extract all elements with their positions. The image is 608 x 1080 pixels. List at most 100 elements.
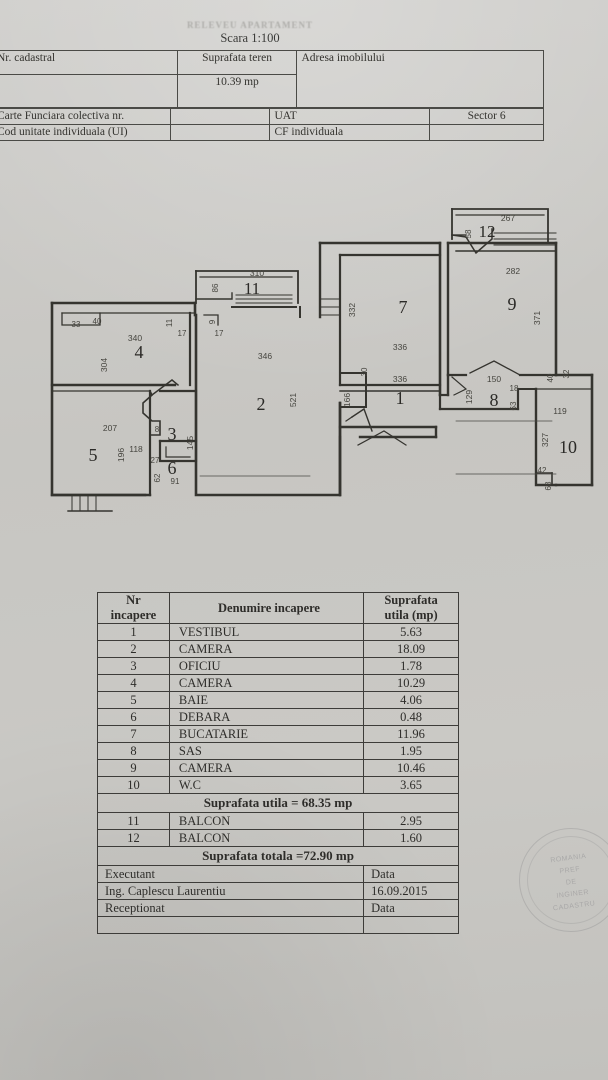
dimension-label: 62 xyxy=(153,473,162,482)
cell-receptionat-label[interactable]: Receptionat xyxy=(96,899,365,917)
room-number-10: 10 xyxy=(559,437,577,457)
cell-executant-date[interactable]: 16.09.2015 xyxy=(363,882,459,900)
dimension-label: 340 xyxy=(128,333,142,343)
cell-room-number: 2 xyxy=(97,640,170,658)
header-nr-incapere: Nr incapere xyxy=(97,592,170,624)
header-denumire: Denumire incapere xyxy=(168,592,365,624)
value-cod-ui[interactable] xyxy=(169,124,271,141)
dimension-label: 332 xyxy=(347,303,357,317)
stamp-line-1: ROMANIA xyxy=(549,852,587,865)
dimension-label: 58 xyxy=(464,229,473,238)
dimension-label: 17 xyxy=(215,329,224,338)
cell-room-number: 12 xyxy=(97,829,170,847)
room-number-11: 11 xyxy=(244,279,260,298)
dimension-label: 18 xyxy=(510,384,519,393)
cell-room-number: 4 xyxy=(97,674,170,692)
dimension-label: 119 xyxy=(553,406,567,416)
label-sector: Sector 6 xyxy=(429,108,544,125)
cell-room-name: BALCON xyxy=(168,829,365,847)
dimension-label: 33 xyxy=(72,320,81,329)
room-number-2: 2 xyxy=(257,394,266,414)
cell-room-area: 10.29 xyxy=(363,674,459,692)
cell-room-number: 1 xyxy=(97,623,170,641)
cell-executant-name[interactable]: Ing. Caplescu Laurentiu xyxy=(96,882,365,900)
dimension-label: 32 xyxy=(562,369,571,378)
cell-receptionat-date[interactable] xyxy=(363,916,459,934)
cell-executant-date-label[interactable]: Data xyxy=(363,865,459,883)
dimension-label: 304 xyxy=(99,358,109,372)
dimension-label: 207 xyxy=(103,423,117,433)
dimension-label: 118 xyxy=(129,444,143,454)
dimension-label: 521 xyxy=(288,393,298,407)
cell-room-number: 7 xyxy=(97,725,170,743)
value-cf-colectiva[interactable] xyxy=(169,108,271,125)
room-number-3: 3 xyxy=(168,424,177,444)
cell-room-name: BAIE xyxy=(168,691,365,709)
value-cf-individuala[interactable] xyxy=(429,124,544,141)
room-number-6: 6 xyxy=(168,458,177,478)
cell-room-number: 9 xyxy=(97,759,170,777)
label-suprafata-teren: Suprafata teren xyxy=(176,50,298,75)
cell-room-name: CAMERA xyxy=(168,640,365,658)
label-adresa-imobilului: Adresa imobilului xyxy=(296,50,544,108)
dimension-label: 30 xyxy=(360,367,369,376)
value-suprafata-teren: 10.39 mp xyxy=(176,74,298,108)
cell-room-name: SAS xyxy=(168,742,365,760)
cell-receptionat-date-label[interactable]: Data xyxy=(363,899,459,917)
dimension-label: 346 xyxy=(258,351,272,361)
cell-room-number: 11 xyxy=(97,812,170,830)
stamp-line-4: INGINER xyxy=(556,888,590,900)
dimension-label: 310 xyxy=(250,268,264,278)
cell-room-area: 3.65 xyxy=(363,776,459,794)
cell-room-number: 3 xyxy=(97,657,170,675)
dimension-label: 336 xyxy=(393,374,407,384)
cell-receptionat-name[interactable] xyxy=(96,916,365,934)
cell-room-area: 2.95 xyxy=(363,812,459,830)
value-nr-cadastral[interactable] xyxy=(0,74,178,108)
dimension-label: 327 xyxy=(540,433,550,447)
dimension-label: 129 xyxy=(464,390,474,404)
dimension-label: 63 xyxy=(509,401,518,410)
dimension-label: 371 xyxy=(532,311,542,325)
cell-room-name: W.C xyxy=(168,776,365,794)
label-cf-colectiva: Carte Funciara colectiva nr. xyxy=(0,108,171,125)
room-number-5: 5 xyxy=(89,445,98,465)
cell-executant-label[interactable]: Executant xyxy=(96,865,365,883)
total-row-suprafata-totala: Suprafata totala =72.90 mp xyxy=(97,846,459,866)
dimension-label: 336 xyxy=(393,342,407,352)
room-schedule-table: Nr incapere Denumire incapere Suprafata … xyxy=(96,592,459,934)
room-number-8: 8 xyxy=(490,390,499,410)
cell-room-area: 0.48 xyxy=(363,708,459,726)
dimension-label: 27 xyxy=(151,456,160,465)
cell-room-area: 4.06 xyxy=(363,691,459,709)
dimension-label: 86 xyxy=(211,283,220,292)
dimension-label: 17 xyxy=(178,329,187,338)
cell-room-name: CAMERA xyxy=(168,759,365,777)
cell-room-name: BALCON xyxy=(168,812,365,830)
cell-room-area: 18.09 xyxy=(363,640,459,658)
room-number-1: 1 xyxy=(396,388,405,408)
dimension-label: 40 xyxy=(93,317,102,326)
dimension-label: 196 xyxy=(116,448,126,462)
scale-label: Scara 1:100 xyxy=(220,31,280,45)
stamp-line-5: CADASTRU xyxy=(552,900,596,913)
cell-room-name: CAMERA xyxy=(168,674,365,692)
dimension-label: 11 xyxy=(165,318,174,327)
cell-room-number: 10 xyxy=(97,776,170,794)
room-number-7: 7 xyxy=(399,297,408,317)
subtotal-row-suprafata-utila: Suprafata utila = 68.35 mp xyxy=(97,793,459,813)
cell-room-area: 1.78 xyxy=(363,657,459,675)
